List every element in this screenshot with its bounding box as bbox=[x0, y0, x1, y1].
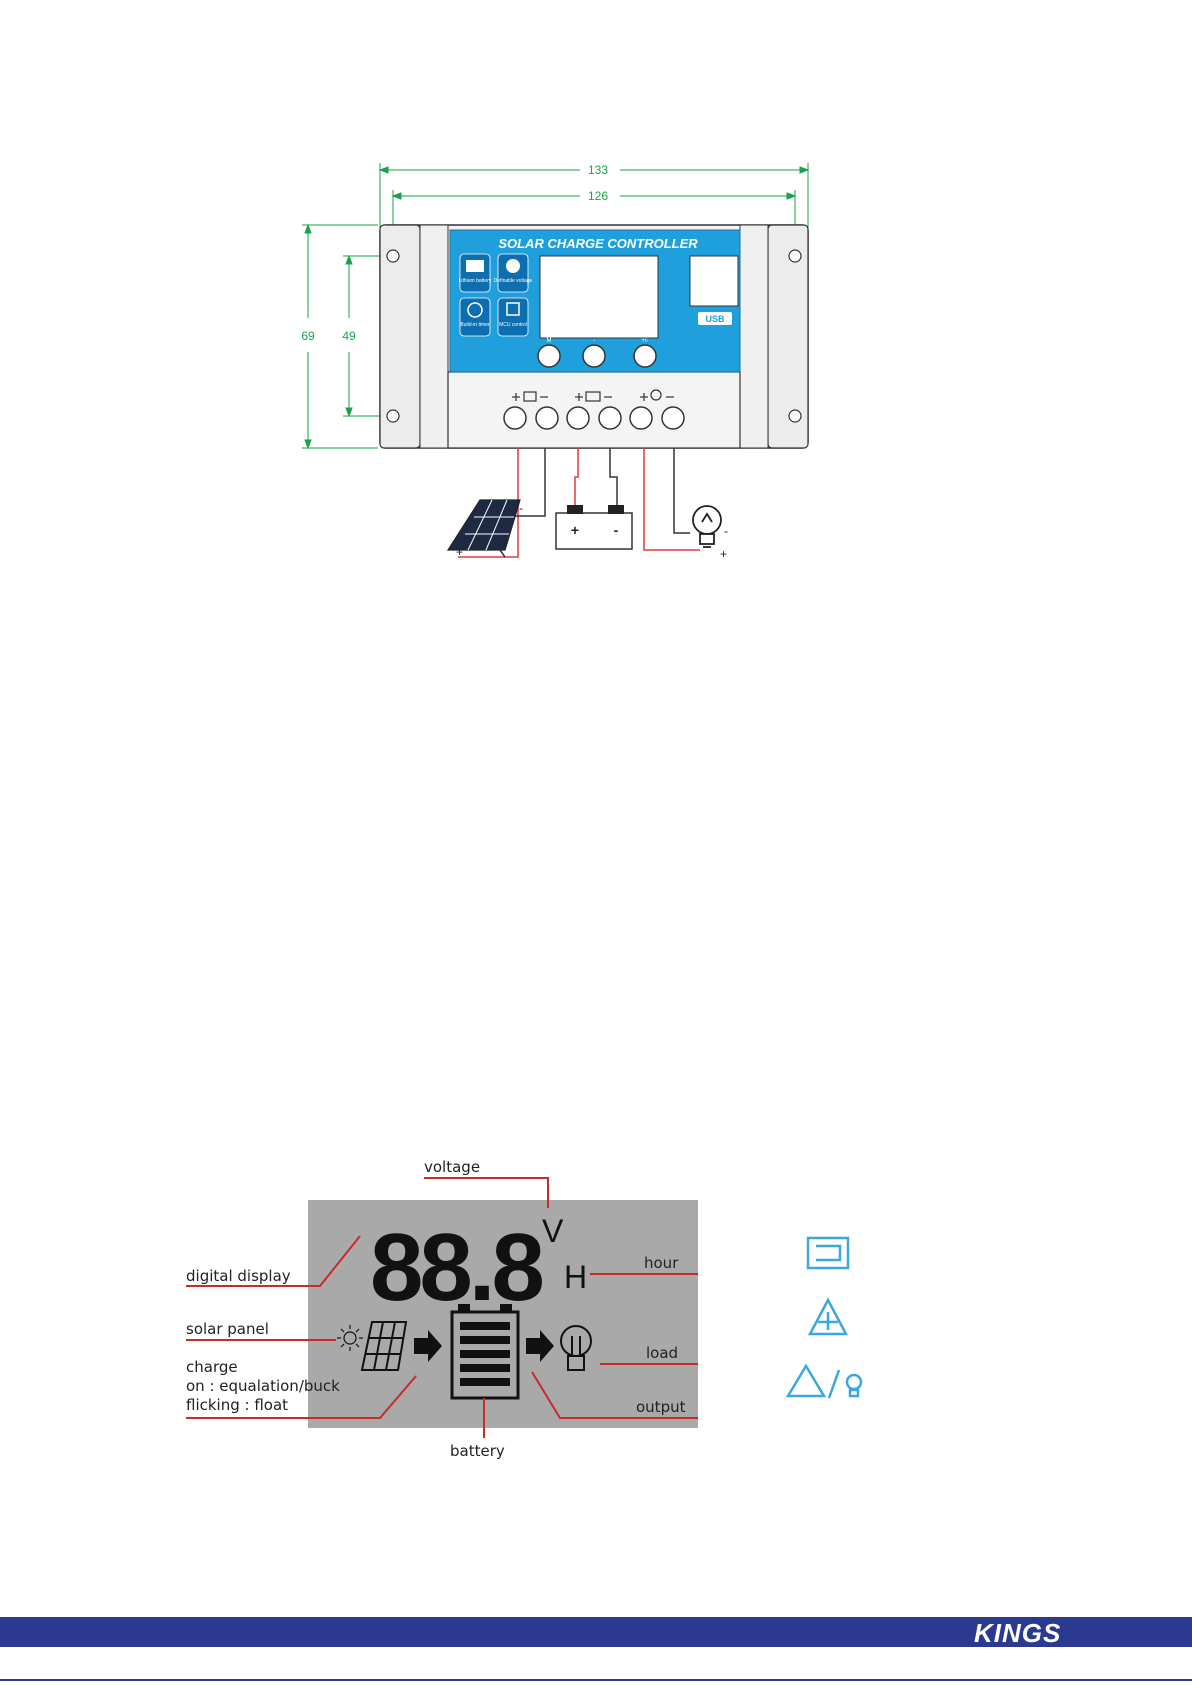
lcd-callout-diagram: 88.8 V H bbox=[0, 1120, 1192, 1480]
button-label-m: M bbox=[547, 338, 552, 344]
minus-button bbox=[583, 345, 605, 367]
callout-battery: battery bbox=[450, 1442, 505, 1460]
dim-overall-height: 69 bbox=[301, 329, 315, 343]
lcd-mode-icon bbox=[808, 1238, 848, 1268]
callout-charge-flicking: flicking : float bbox=[186, 1396, 288, 1414]
feature-label-1: Lithium battery bbox=[459, 278, 492, 284]
lcd-unit-hour: H bbox=[564, 1259, 587, 1295]
lcd-digits: 88.8 bbox=[370, 1214, 542, 1321]
callout-charge-on: on : equalation/buck bbox=[186, 1377, 340, 1395]
increase-icon bbox=[810, 1300, 846, 1334]
light-bulb-icon bbox=[693, 506, 721, 547]
menu-button bbox=[538, 345, 560, 367]
controller-buttons bbox=[538, 345, 656, 367]
controller-title: SOLAR CHARGE CONTROLLER bbox=[498, 236, 698, 251]
load-minus-mark: - bbox=[724, 524, 728, 538]
dim-overall-width: 133 bbox=[588, 163, 608, 177]
feature-label-2: Definable voltage bbox=[494, 278, 533, 284]
gear-icon bbox=[506, 259, 520, 273]
load-toggle-icon bbox=[788, 1366, 861, 1398]
battery-icon bbox=[556, 505, 632, 549]
battery-minus-terminal: - bbox=[614, 522, 619, 538]
callout-hour: hour bbox=[644, 1254, 679, 1272]
dim-hole-spacing: 126 bbox=[588, 189, 608, 203]
callout-charge: charge bbox=[186, 1358, 238, 1376]
kings-logo: KINGS bbox=[970, 1612, 1120, 1652]
callout-digital-display: digital display bbox=[186, 1267, 291, 1285]
dim-hole-height: 49 bbox=[342, 329, 356, 343]
feature-label-4: MCU control bbox=[499, 322, 527, 328]
solar-plus-mark: + bbox=[456, 545, 463, 559]
callout-load: load bbox=[646, 1344, 678, 1362]
footer-rule bbox=[0, 1679, 1192, 1681]
plus-minus-button bbox=[634, 345, 656, 367]
load-plus-mark: + bbox=[720, 547, 727, 561]
battery-plus-terminal: + bbox=[571, 522, 579, 538]
solar-minus-mark: - bbox=[519, 501, 523, 515]
button-label-plus-minus: +/- bbox=[641, 338, 648, 344]
controller-lcd-window bbox=[540, 256, 658, 338]
usb-label: USB bbox=[705, 314, 725, 324]
callout-output: output bbox=[636, 1398, 686, 1416]
kings-logo-text: KINGS bbox=[974, 1618, 1061, 1648]
callout-voltage: voltage bbox=[424, 1158, 480, 1176]
lithium-battery-icon bbox=[466, 260, 484, 272]
callout-solar-panel: solar panel bbox=[186, 1320, 269, 1338]
controller-diagram: 133 126 69 49 SOLAR CHARGE CONTROLLER Li… bbox=[0, 0, 1192, 600]
feature-label-3: Build-in timer bbox=[460, 322, 490, 328]
button-label-minus: - bbox=[593, 338, 595, 344]
usb-port bbox=[690, 256, 738, 306]
lcd-unit-voltage: V bbox=[542, 1213, 564, 1249]
